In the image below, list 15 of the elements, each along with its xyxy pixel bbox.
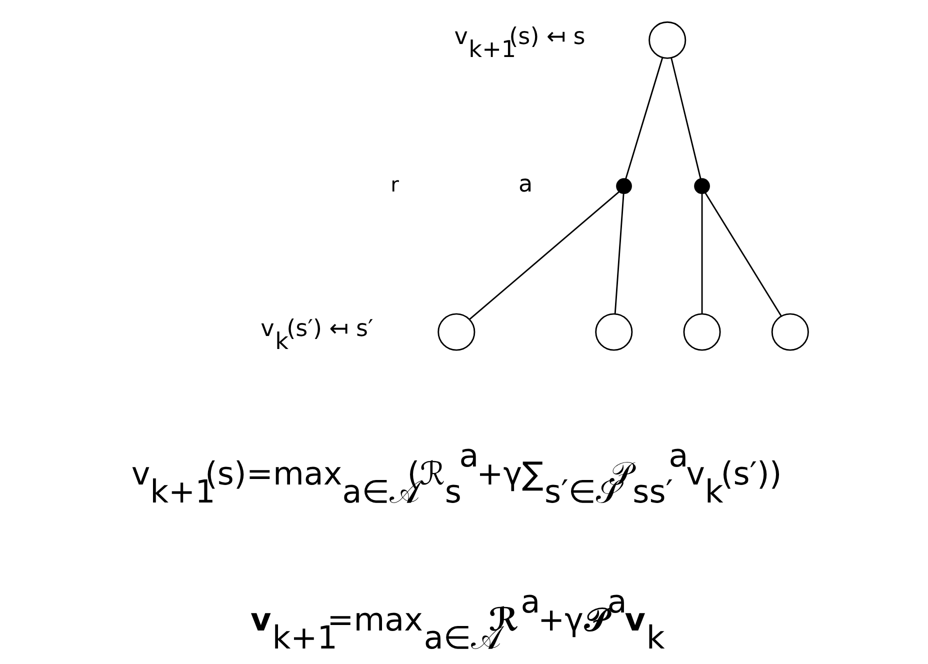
connector	[469, 191, 620, 320]
label: r	[390, 172, 400, 196]
connector	[625, 58, 664, 179]
node-circle	[648, 21, 686, 59]
connector	[614, 194, 624, 314]
connector	[704, 192, 782, 317]
node-label: a	[518, 172, 533, 198]
node-circle	[771, 313, 809, 351]
node-circle	[616, 178, 632, 194]
node-circle	[595, 313, 633, 351]
node-circle	[683, 313, 721, 351]
connector	[701, 194, 703, 314]
connector	[670, 58, 702, 179]
node-circle	[438, 313, 476, 351]
node-circle	[694, 178, 710, 194]
